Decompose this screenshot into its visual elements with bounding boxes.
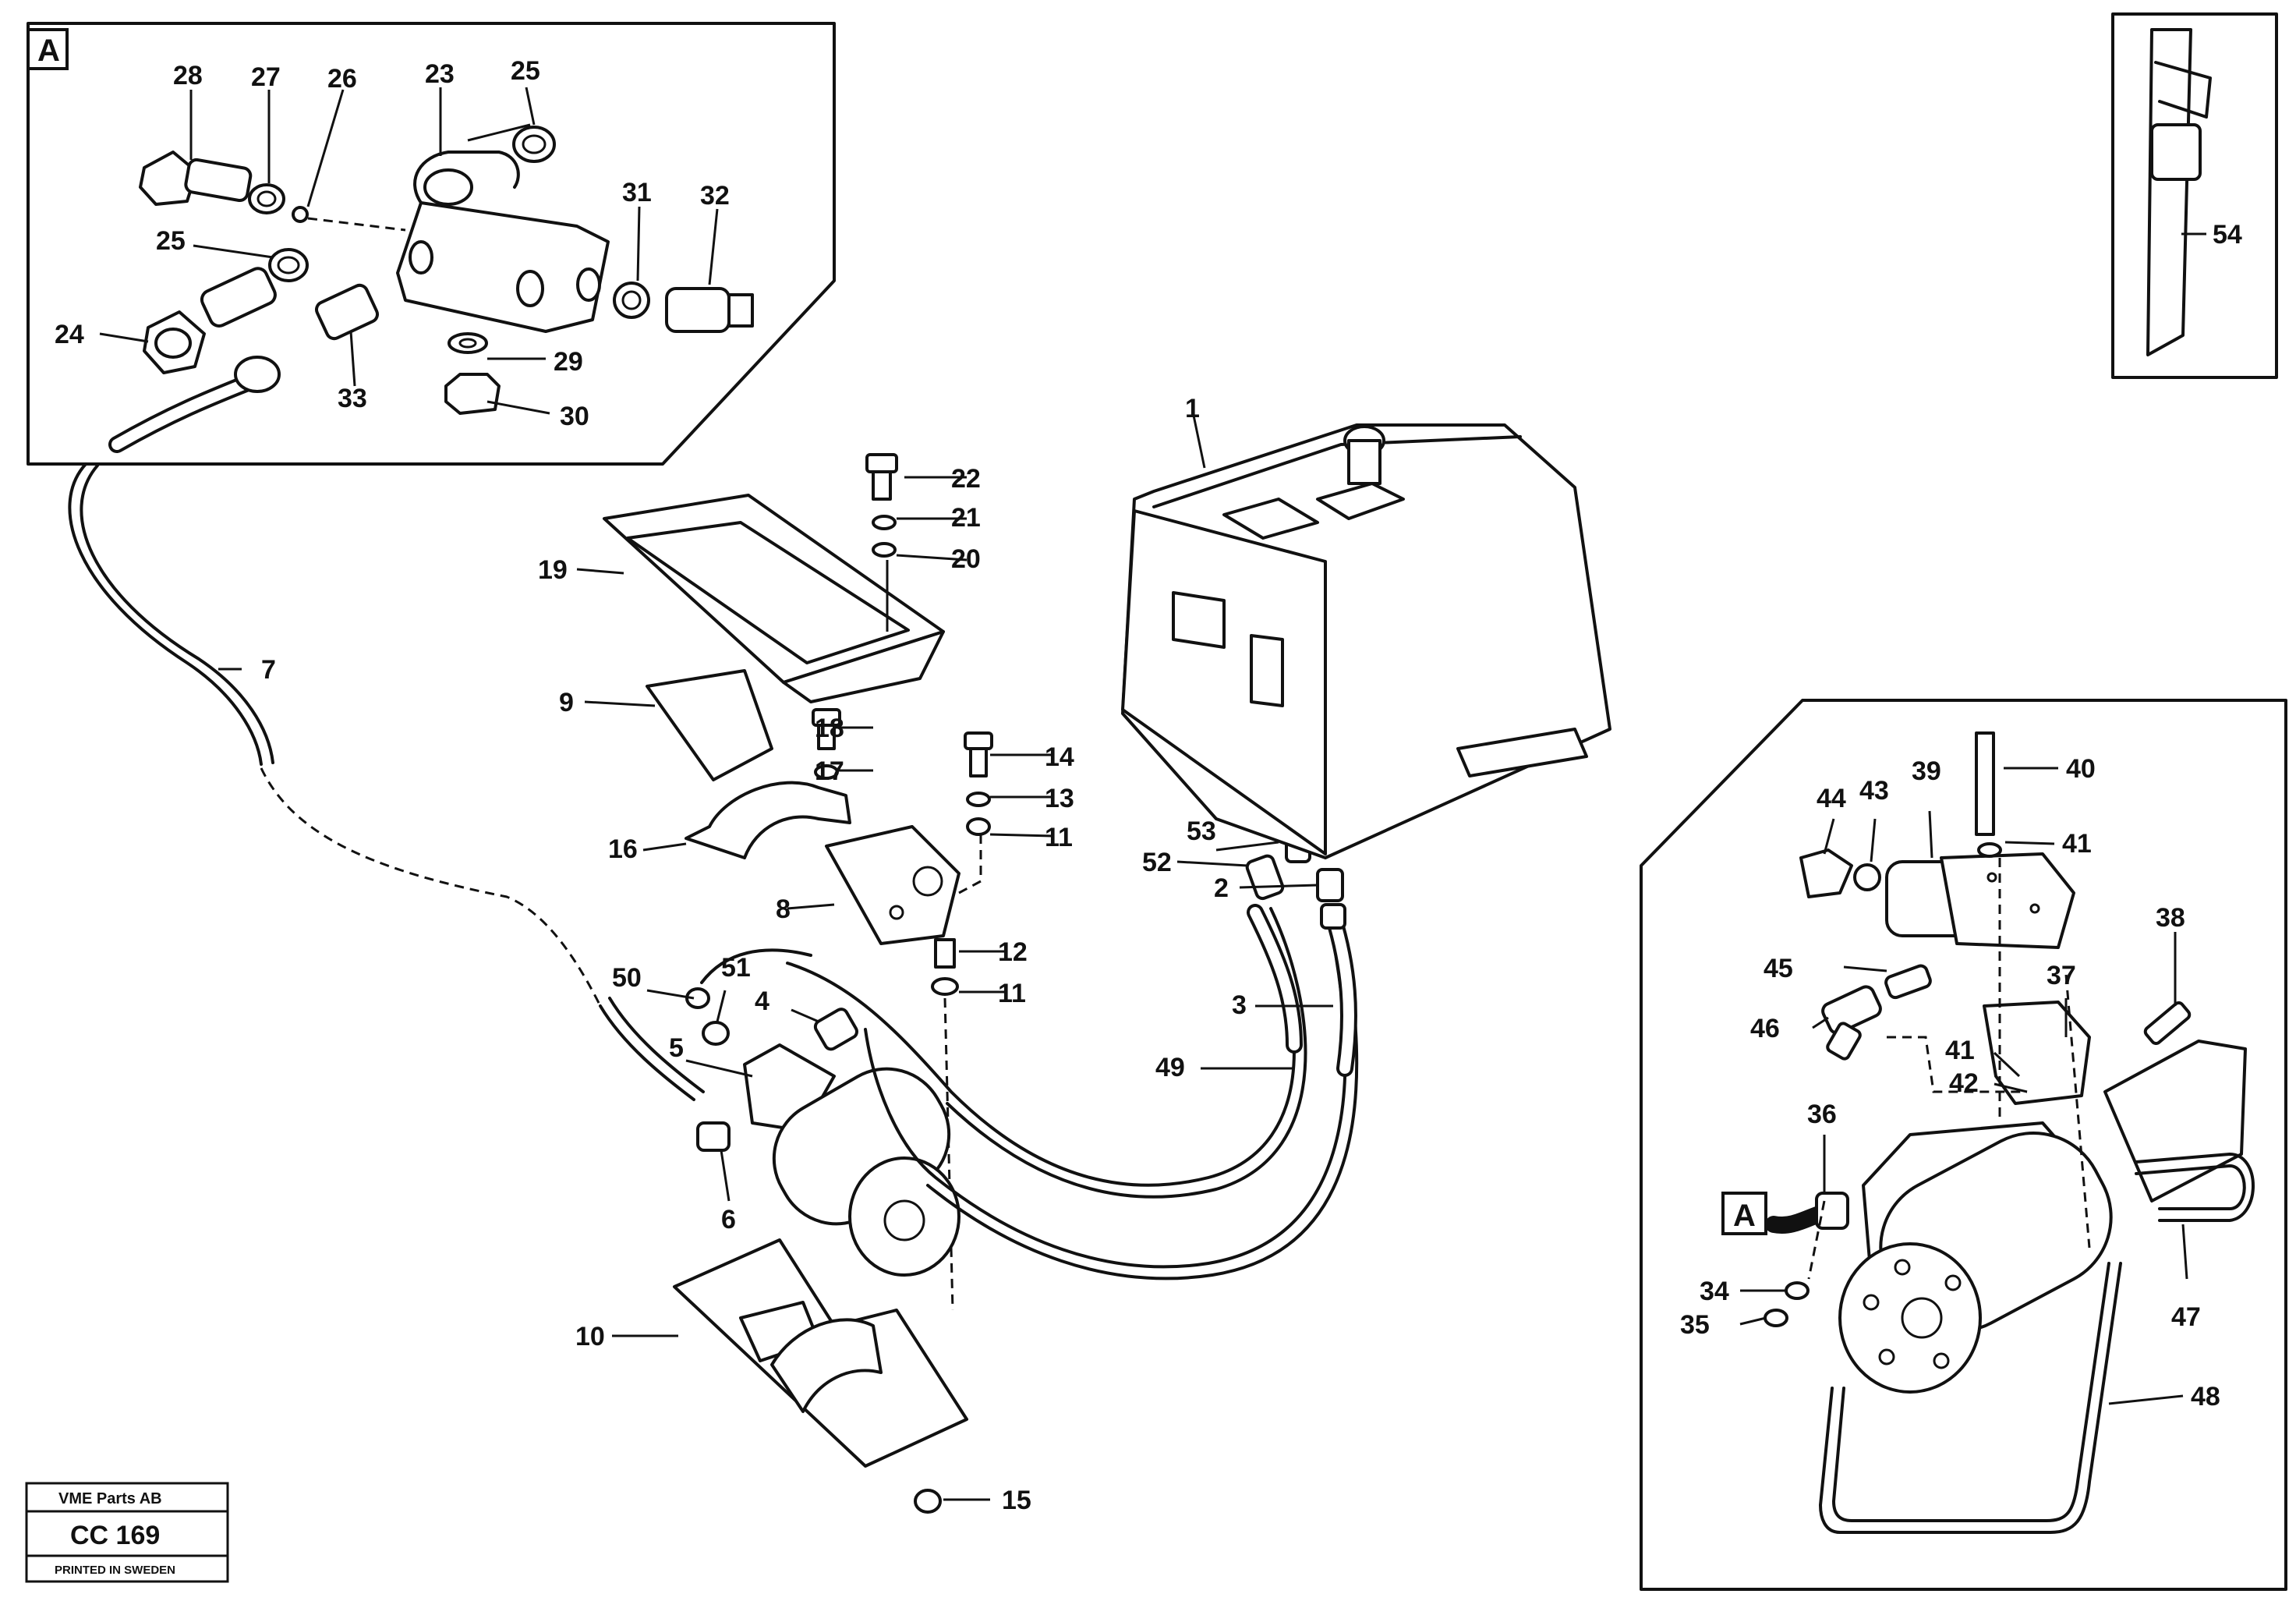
- callout-52: 52: [1142, 848, 1172, 877]
- callout-41-upper: 41: [2062, 829, 2092, 859]
- callout-20: 20: [951, 544, 981, 574]
- callout-45: 45: [1764, 954, 1793, 983]
- main-leaders: [218, 476, 1333, 1501]
- detail-a-leaders: [99, 87, 719, 415]
- callout-36: 36: [1807, 1100, 1837, 1129]
- callout-46: 46: [1750, 1014, 1780, 1043]
- callout-41-lower: 41: [1945, 1036, 1975, 1065]
- callout-27: 27: [251, 62, 281, 92]
- callout-1: 1: [1185, 394, 1200, 423]
- callout-labels: 28 27 26 23 25 25 31 32 24 29 33 30 54 1…: [55, 56, 2242, 1515]
- callout-8: 8: [776, 894, 791, 924]
- callout-39: 39: [1912, 756, 1941, 786]
- callout-40: 40: [2066, 754, 2096, 784]
- callout-11-lower: 11: [998, 979, 1026, 1008]
- callout-33: 33: [338, 384, 367, 413]
- callout-34: 34: [1700, 1277, 1729, 1306]
- callout-16: 16: [608, 834, 638, 864]
- callout-3: 3: [1232, 990, 1247, 1020]
- title-block-printed: PRINTED IN SWEDEN: [55, 1564, 175, 1577]
- callout-32: 32: [700, 181, 730, 211]
- callout-37: 37: [2047, 961, 2076, 990]
- callout-19: 19: [538, 555, 568, 585]
- callout-42: 42: [1949, 1068, 1979, 1098]
- callout-13: 13: [1045, 784, 1074, 813]
- callout-50: 50: [612, 963, 642, 993]
- callout-5: 5: [669, 1033, 684, 1063]
- callout-35: 35: [1680, 1310, 1710, 1340]
- callout-51: 51: [721, 953, 751, 983]
- detail-a-tag-box: [27, 28, 69, 70]
- callout-31: 31: [622, 178, 652, 207]
- callout-25-upper: 25: [511, 56, 540, 86]
- title-block-company: VME Parts AB: [58, 1490, 162, 1507]
- detail-a-parts: [108, 123, 754, 453]
- callout-38: 38: [2156, 903, 2185, 933]
- callout-4: 4: [755, 986, 769, 1016]
- title-block: VME Parts AB CC 169 PRINTED IN SWEDEN: [25, 1482, 229, 1583]
- callout-49: 49: [1155, 1053, 1185, 1082]
- a-reference: A: [1721, 1192, 1767, 1235]
- callout-17: 17: [815, 756, 844, 786]
- inset-54-frame: [2111, 12, 2278, 379]
- callout-29: 29: [554, 347, 583, 377]
- callout-48: 48: [2191, 1382, 2220, 1412]
- callout-30: 30: [560, 402, 589, 431]
- callout-9: 9: [559, 688, 574, 717]
- callout-11-upper: 11: [1045, 823, 1073, 852]
- right-detail-leaders: [1739, 767, 2188, 1405]
- callout-47: 47: [2171, 1302, 2201, 1332]
- callout-10: 10: [575, 1322, 605, 1351]
- callout-15: 15: [1002, 1486, 1031, 1515]
- callout-7: 7: [261, 655, 276, 685]
- callout-53: 53: [1187, 816, 1216, 846]
- a-reference-box: [1721, 1192, 1767, 1235]
- callout-43: 43: [1859, 776, 1889, 806]
- callout-12: 12: [998, 937, 1028, 967]
- callout-28: 28: [173, 61, 203, 90]
- detail-a-frame: A: [27, 22, 836, 466]
- callout-14: 14: [1045, 742, 1074, 772]
- callout-22: 22: [951, 464, 981, 494]
- right-detail-frame: [1640, 699, 2287, 1591]
- a-reference-tag: A: [1733, 1199, 1756, 1233]
- callout-6: 6: [721, 1205, 736, 1234]
- callout-54: 54: [2213, 220, 2242, 250]
- callout-25-lower: 25: [156, 226, 186, 256]
- main-assembly: [68, 411, 1611, 1514]
- callout-2: 2: [1214, 873, 1229, 903]
- callout-44: 44: [1817, 784, 1846, 813]
- title-block-code: CC 169: [70, 1521, 160, 1550]
- callout-23: 23: [425, 59, 455, 89]
- callout-18: 18: [815, 714, 844, 743]
- callout-26: 26: [327, 64, 357, 94]
- callout-21: 21: [951, 503, 981, 533]
- callout-24: 24: [55, 320, 84, 349]
- right-detail-parts: [1764, 731, 2255, 1534]
- detail-a-tag: A: [37, 34, 60, 68]
